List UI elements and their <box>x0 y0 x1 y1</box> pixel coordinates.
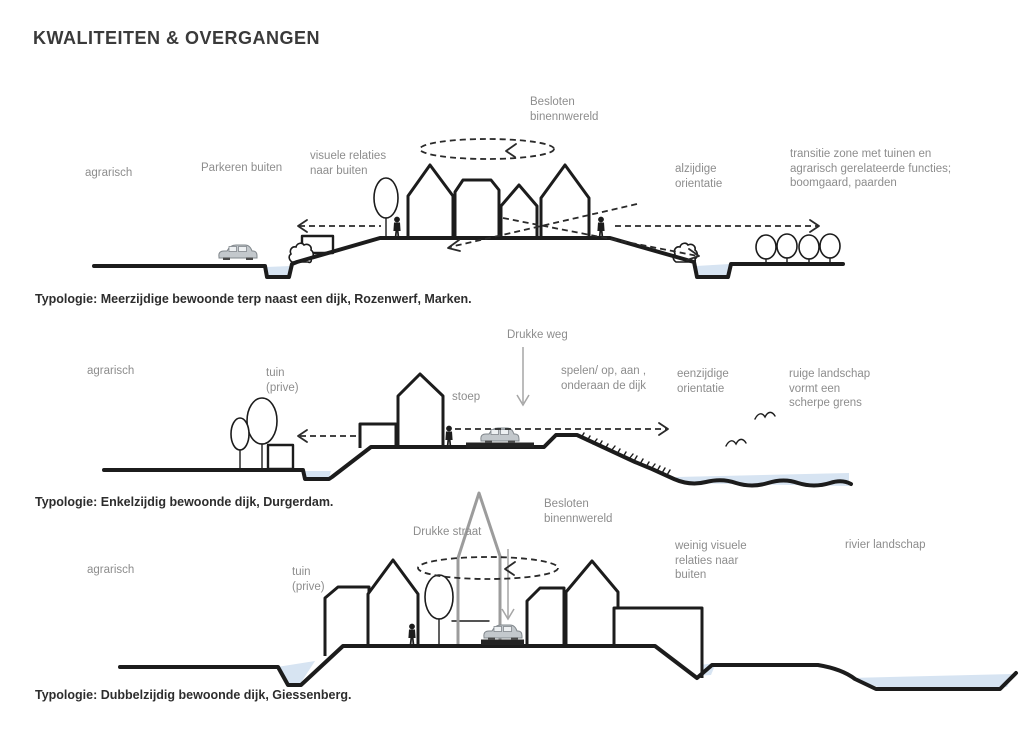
label-parkeren-buiten: Parkeren buiten <box>201 162 283 174</box>
label-alzijdige: alzijdige orientatie <box>675 163 723 190</box>
water-ditch-right <box>696 264 730 275</box>
church-spire-icon <box>456 491 502 645</box>
label-visuele-relaties: visuele relaties naar buiten <box>310 150 387 177</box>
bird-icon <box>725 411 776 447</box>
grass-texture <box>580 432 671 476</box>
view-arrow-left-dashed <box>297 429 358 443</box>
typology-caption-2: Typologie: Enkelzijdig bewoonde dijk, Du… <box>35 495 334 509</box>
typology-caption-1: Typologie: Meerzijdige bewoonde terp naa… <box>35 292 472 306</box>
water-sea <box>676 473 849 486</box>
garden-trees <box>230 397 278 471</box>
label-rivier-landschap: rivier landschap <box>845 539 926 551</box>
tree-icon <box>424 574 454 646</box>
car-icon <box>480 427 520 444</box>
label-ruige-landschap: ruige landschap vormt een scherpe grens <box>789 368 871 410</box>
house-icon <box>499 183 539 238</box>
house-icon <box>396 372 445 448</box>
busy-street-arrow <box>501 549 515 621</box>
label-agrarisch-1: agrarisch <box>85 167 133 179</box>
house-icon <box>453 178 501 238</box>
section-terp-drawing <box>92 138 845 279</box>
section-giessenberg-drawing <box>118 491 1018 691</box>
label-transitie-zone: transitie zone met tuinen en agrarisch g… <box>790 148 952 190</box>
shed-icon <box>266 443 295 471</box>
label-spelen: spelen/ op, aan , onderaan de dijk <box>561 365 647 392</box>
road-surface <box>466 442 534 448</box>
car-icon <box>483 624 523 641</box>
label-agrarisch-2: agrarisch <box>87 365 135 377</box>
tree-icon <box>373 177 399 239</box>
view-arrow-right-dashed <box>615 219 820 233</box>
orientation-ellipse-dashed <box>419 138 555 160</box>
section-durgerdam-drawing <box>102 347 853 488</box>
car-icon <box>218 244 258 261</box>
view-arrow-left-dashed <box>297 219 381 233</box>
busy-road-arrow <box>516 347 530 407</box>
house-icon <box>539 163 591 238</box>
person-icon <box>393 216 401 238</box>
view-arrow-cross-b <box>502 217 700 261</box>
label-tuin-prive-2: tuin (prive) <box>266 367 299 394</box>
house-icon <box>406 163 455 238</box>
person-icon <box>597 216 605 238</box>
view-arrow-right-dashed <box>455 422 669 436</box>
house-icon <box>564 559 620 645</box>
building-icon <box>612 606 704 678</box>
label-agrarisch-3: agrarisch <box>87 564 135 576</box>
page-title: KWALITEITEN & OVERGANGEN <box>33 28 321 48</box>
label-besloten-3: Besloten binennwereld <box>544 498 613 525</box>
road-surface <box>481 639 524 645</box>
orientation-ellipse-dashed <box>417 556 559 580</box>
label-eenzijdige: eenzijdige orientatie <box>677 368 729 395</box>
house-icon <box>525 586 566 645</box>
label-weinig-visuele: weinig visuele relaties naar buiten <box>675 540 747 582</box>
water-ditch-left <box>266 266 291 276</box>
typology-caption-3: Typologie: Dubbelzijdig bewoonde dijk, G… <box>35 688 352 702</box>
person-icon <box>445 425 453 447</box>
label-besloten-1: Besloten binennwereld <box>530 96 599 123</box>
terrain-profile <box>118 644 1018 691</box>
label-tuin-prive-3: tuin (prive) <box>292 566 325 593</box>
label-drukke-weg: Drukke weg <box>507 329 568 341</box>
terrain-profile <box>102 433 853 488</box>
orchard-trees <box>755 233 841 264</box>
label-stoep: stoep <box>452 391 481 403</box>
house-icon <box>358 422 398 448</box>
water-ditch <box>304 471 331 478</box>
terrain-profile <box>92 236 845 279</box>
water-river <box>849 674 1013 687</box>
label-drukke-straat: Drukke straat <box>413 526 482 538</box>
house-icon <box>366 558 420 645</box>
